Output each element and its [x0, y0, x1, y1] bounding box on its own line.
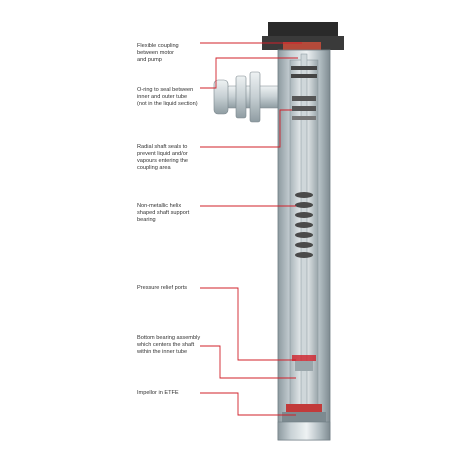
leader-lines	[200, 42, 302, 416]
label-impellor: Impellor in ETFE	[137, 390, 179, 396]
label-radial-shaft-seals: Radial shaft seals to prevent liquid and…	[137, 144, 188, 171]
label-flexible-coupling: Flexible coupling between motor and pump	[137, 43, 179, 63]
label-pressure-relief: Pressure relief ports	[137, 285, 188, 291]
outlet-connector	[213, 71, 287, 123]
label-o-ring: O-ring to seal between inner and outer t…	[137, 87, 198, 107]
label-bottom-bearing: Bottom bearing assembly which centers th…	[137, 335, 201, 355]
motor-coupling	[262, 22, 344, 52]
helix-shaft-support	[295, 192, 313, 258]
radial-shaft-seals	[292, 96, 316, 120]
leader-bottom-bearing	[200, 345, 296, 379]
leader-radial-seals	[200, 109, 292, 148]
label-helix-support: Non-metallic helix shaped shaft support …	[137, 203, 190, 223]
bottom-bearing	[292, 355, 316, 371]
leader-pressure-relief	[200, 287, 296, 361]
leader-o-ring	[200, 57, 298, 89]
impellor	[277, 404, 331, 441]
o-ring	[291, 66, 317, 78]
leader-impellor	[200, 392, 296, 416]
